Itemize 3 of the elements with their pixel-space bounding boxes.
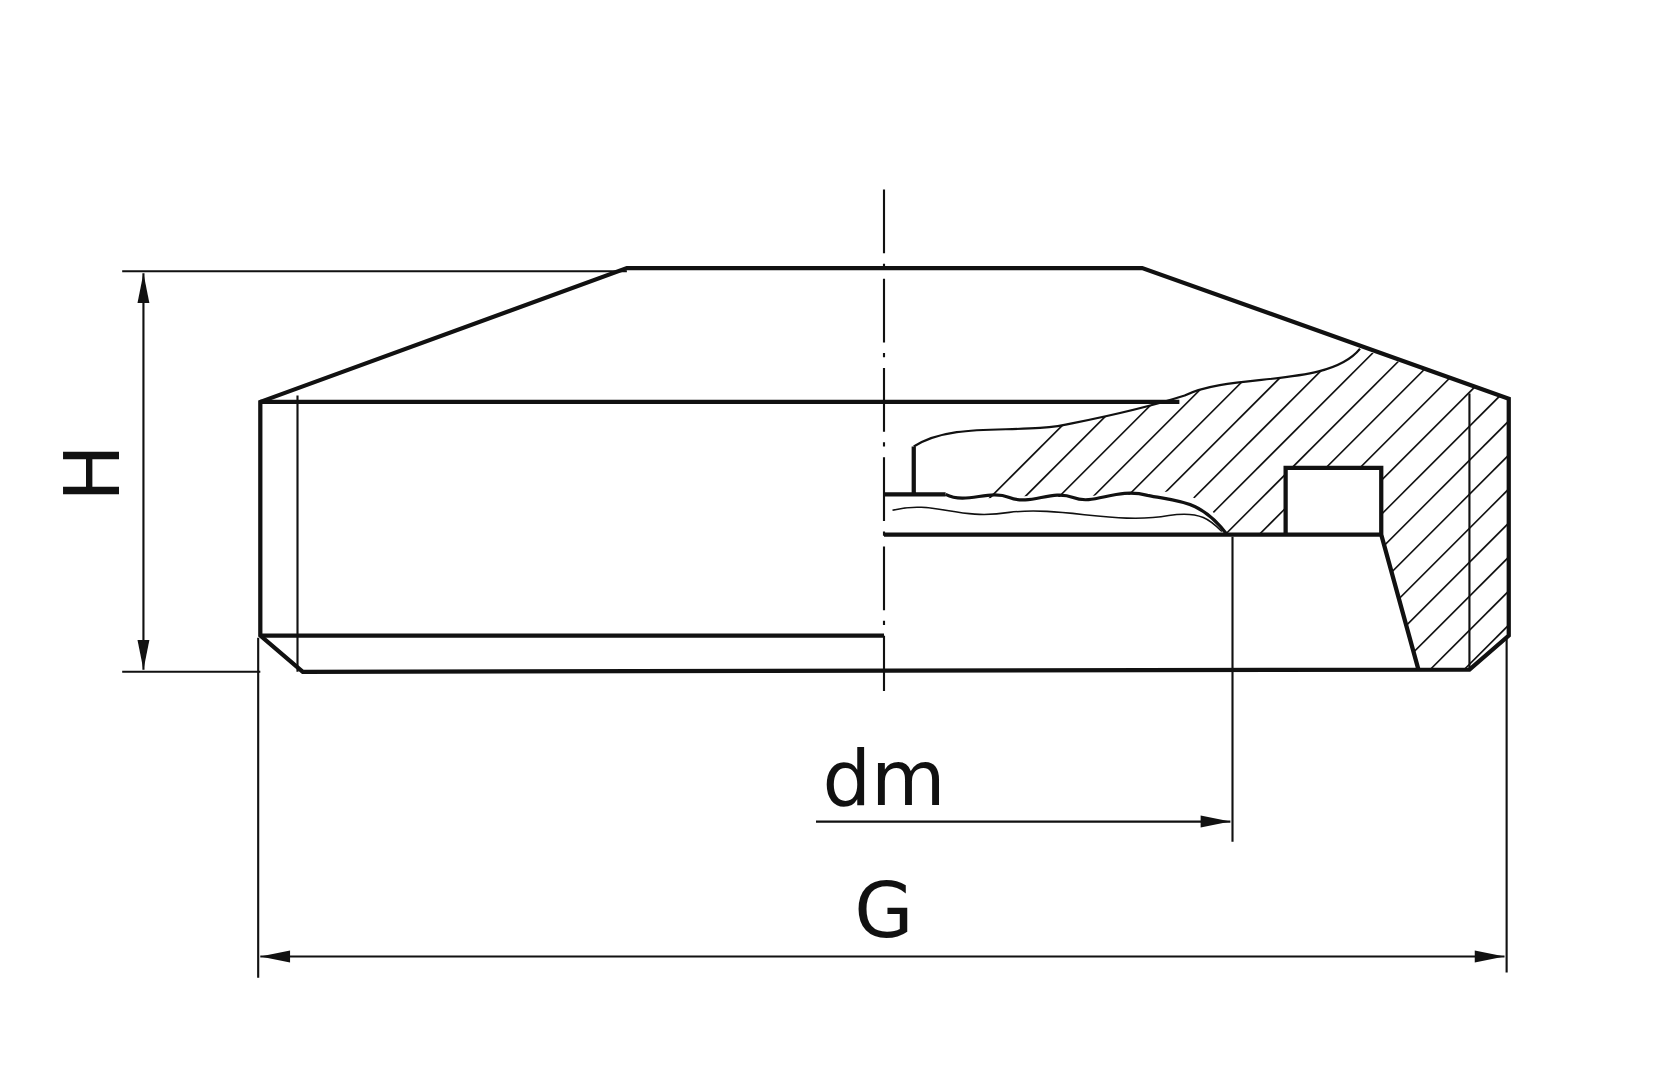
dimension-label: G: [854, 866, 914, 956]
dimension-label: H: [48, 444, 137, 502]
dimension-label: dm: [822, 733, 946, 823]
